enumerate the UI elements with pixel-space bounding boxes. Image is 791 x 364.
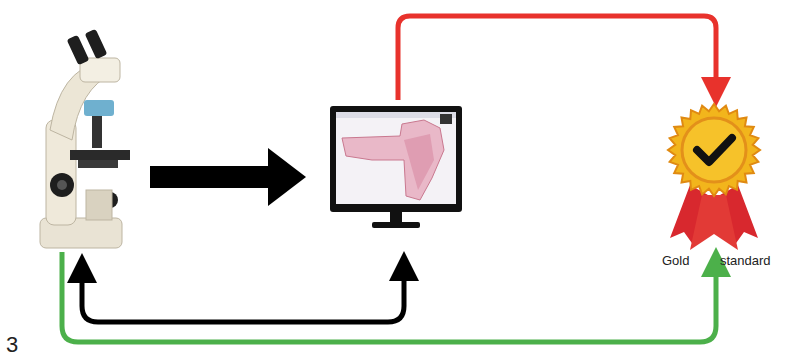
badge-caption: Gold — [662, 254, 689, 267]
badge-caption: standard — [720, 254, 771, 267]
green-arrow — [62, 252, 716, 342]
gold-standard-badge — [668, 104, 760, 250]
red-arrow — [398, 16, 716, 100]
figure-number: 3 — [6, 334, 18, 356]
monitor-icon — [330, 106, 462, 228]
two-way-arrow — [82, 266, 404, 322]
microscope-icon — [40, 29, 130, 248]
digitization-arrow — [150, 148, 306, 206]
